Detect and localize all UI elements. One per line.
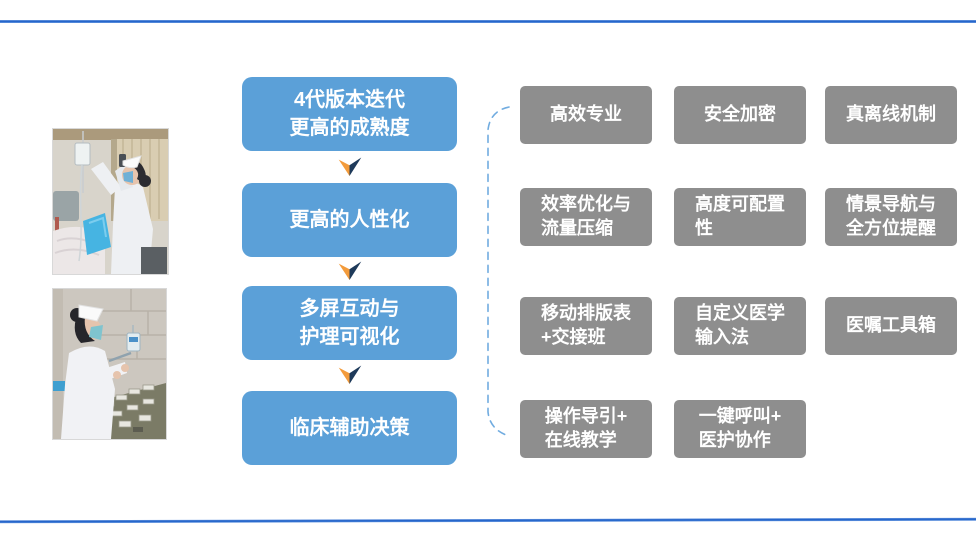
top-border-line <box>0 20 976 23</box>
down-chevron-icon <box>338 261 362 280</box>
flow-step-multiscreen-label: 多屏互动与 护理可视化 <box>299 298 400 348</box>
flow-step-humanization-label: 更高的人性化 <box>289 209 410 231</box>
down-chevron-icon <box>338 365 362 384</box>
feature-box-operation-guide-teaching: 操作导引+ 在线教学 <box>520 400 652 458</box>
feature-label: 自定义医学 输入法 <box>695 303 785 347</box>
feature-box-custom-medical-input: 自定义医学 输入法 <box>674 297 806 355</box>
dashed-bracket-line <box>487 106 510 437</box>
flow-step-humanization: 更高的人性化 <box>242 183 457 257</box>
nurse-iv-illustration <box>53 129 168 274</box>
feature-box-mobile-schedule-handover: 移动排版表 +交接班 <box>520 297 652 355</box>
flow-step-maturity-label: 4代版本迭代 更高的成熟度 <box>289 89 410 139</box>
photo-nurse-adjusting-iv <box>52 128 169 275</box>
flow-step-multiscreen: 多屏互动与 护理可视化 <box>242 286 457 360</box>
down-chevron-icon <box>338 157 362 176</box>
flow-step-clinical-decision-label: 临床辅助决策 <box>289 417 410 439</box>
photo-nurse-preparing-medication <box>52 288 167 440</box>
nurse-medication-illustration <box>53 289 166 439</box>
bottom-border-line <box>0 517 976 524</box>
feature-box-true-offline: 真离线机制 <box>825 86 957 144</box>
flow-step-maturity: 4代版本迭代 更高的成熟度 <box>242 77 457 151</box>
feature-box-order-toolbox: 医嘱工具箱 <box>825 297 957 355</box>
feature-box-onekey-call-collaboration: 一键呼叫+ 医护协作 <box>674 400 806 458</box>
feature-label: 移动排版表 +交接班 <box>541 303 631 347</box>
feature-label: 效率优化与 流量压缩 <box>541 194 631 238</box>
feature-box-efficient-professional: 高效专业 <box>520 86 652 144</box>
feature-label: 情景导航与 全方位提醒 <box>846 194 936 238</box>
feature-label: 操作导引+ 在线教学 <box>544 406 628 450</box>
feature-label: 高效专业 <box>550 104 622 125</box>
feature-label: 高度可配置 性 <box>695 194 785 238</box>
feature-box-secure-encryption: 安全加密 <box>674 86 806 144</box>
feature-label: 一键呼叫+ 医护协作 <box>698 406 782 450</box>
feature-label: 真离线机制 <box>846 104 936 125</box>
feature-label: 安全加密 <box>704 104 776 125</box>
feature-box-context-navigation: 情景导航与 全方位提醒 <box>825 188 957 246</box>
flow-step-clinical-decision: 临床辅助决策 <box>242 391 457 465</box>
feature-box-highly-configurable: 高度可配置 性 <box>674 188 806 246</box>
feature-label: 医嘱工具箱 <box>846 315 936 336</box>
feature-box-efficiency-compression: 效率优化与 流量压缩 <box>520 188 652 246</box>
